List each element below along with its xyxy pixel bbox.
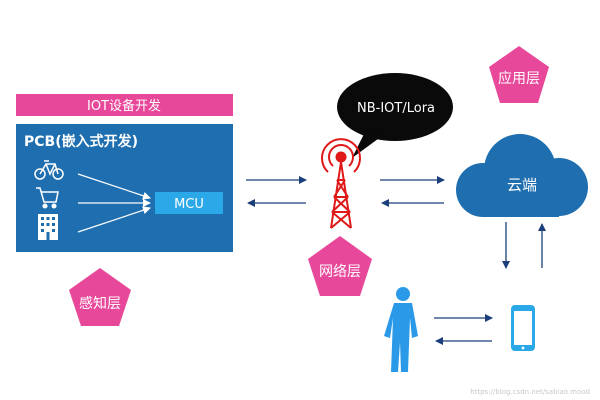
mcu-label: MCU — [174, 197, 204, 212]
bicycle-icon — [34, 160, 64, 180]
watermark-text: https://blog.csdn.net/sabiao.mood — [470, 388, 590, 396]
network-layer-label: 网络层 — [319, 264, 361, 280]
application-layer-label: 应用层 — [498, 70, 540, 87]
application-layer-pentagon — [489, 46, 549, 103]
iot-device-dev-label: IOT设备开发 — [87, 98, 161, 114]
shopping-cart-icon — [36, 187, 59, 209]
device-to-mcu-arrow-bottom — [77, 206, 151, 233]
person-icon — [384, 287, 418, 372]
mcu-box — [155, 192, 223, 214]
iot-device-dev-bar — [16, 94, 233, 116]
radio-tower-icon — [321, 138, 361, 229]
protocol-label: NB-IOT/Lora — [357, 101, 435, 116]
perception-layer-label: 感知层 — [79, 295, 121, 312]
smartphone-icon — [511, 305, 535, 351]
perception-layer-pentagon — [69, 268, 131, 326]
pcb-title: PCB(嵌入式开发) — [24, 133, 138, 150]
cloud-label: 云端 — [507, 176, 537, 194]
network-layer-pentagon — [308, 236, 372, 296]
cloud-icon — [456, 134, 588, 217]
device-to-mcu-arrow-top — [77, 173, 151, 200]
building-icon — [38, 214, 58, 240]
